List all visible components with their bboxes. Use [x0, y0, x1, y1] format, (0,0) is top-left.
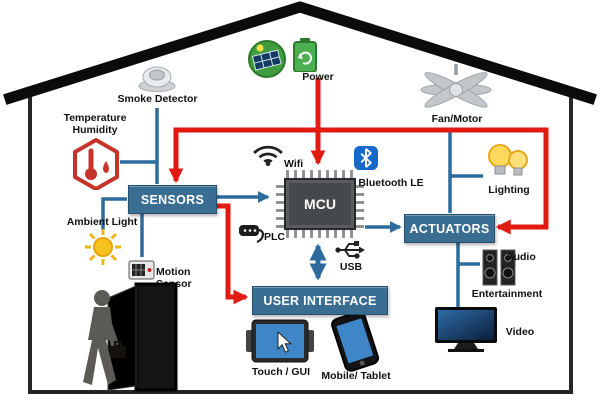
video-label: Video	[505, 326, 535, 338]
mcu-pins-bottom	[286, 230, 354, 238]
user-interface-box: USER INTERFACE	[252, 286, 388, 315]
battery-icon	[292, 38, 318, 73]
touch-tablet-icon	[246, 318, 314, 366]
light-bulbs-icon	[484, 140, 530, 182]
mcu-pins-left	[276, 180, 284, 228]
plc-label: PLC	[264, 231, 285, 243]
bluetooth-label: Bluetooth LE	[358, 177, 424, 189]
mcu-pins-right	[356, 180, 364, 228]
touch-gui-label: Touch / GUI	[251, 366, 311, 378]
fan-motor-label: Fan/Motor	[431, 113, 483, 125]
entertainment-label: Entertainment	[471, 288, 543, 300]
usb-label: USB	[339, 261, 363, 273]
plc-connector-icon	[238, 220, 266, 244]
wifi-icon	[252, 140, 284, 167]
actuators-box: ACTUATORS	[404, 214, 495, 243]
usb-icon	[334, 239, 366, 261]
red-connectors	[168, 78, 549, 305]
smoke-detector-icon	[138, 62, 176, 92]
solar-power-icon	[248, 40, 286, 78]
house-outline	[3, 1, 597, 394]
mobile-tablet-label: Mobile/ Tablet	[321, 370, 391, 382]
ceiling-fan-icon	[418, 64, 494, 112]
tv-icon	[434, 306, 498, 354]
bluetooth-icon	[354, 146, 378, 170]
person-icon	[72, 288, 128, 392]
mcu-body: MCU	[284, 178, 356, 230]
smartphone-icon	[326, 307, 386, 376]
mcu-label: MCU	[304, 196, 336, 212]
sun-icon	[84, 228, 122, 266]
motion-sensor-icon	[128, 258, 155, 282]
motion-sensor-label: Motion Sensor	[156, 266, 192, 291]
temperature-humidity-icon	[72, 138, 120, 191]
audio-label: Audio	[506, 251, 536, 263]
power-label: Power	[302, 71, 334, 83]
lighting-label: Lighting	[488, 184, 530, 196]
ambient-light-label: Ambient Light	[66, 216, 138, 228]
blue-connectors	[101, 108, 483, 308]
sensors-box: SENSORS	[128, 185, 217, 214]
mcu-chip: MCU	[276, 170, 364, 238]
wifi-label: Wifi	[284, 158, 304, 170]
temperature-humidity-label: Temperature Humidity	[63, 112, 127, 137]
speakers-icon	[482, 247, 516, 287]
door-icon	[100, 282, 178, 392]
mcu-pins-top	[286, 170, 354, 178]
smoke-detector-label: Smoke Detector	[117, 93, 198, 105]
